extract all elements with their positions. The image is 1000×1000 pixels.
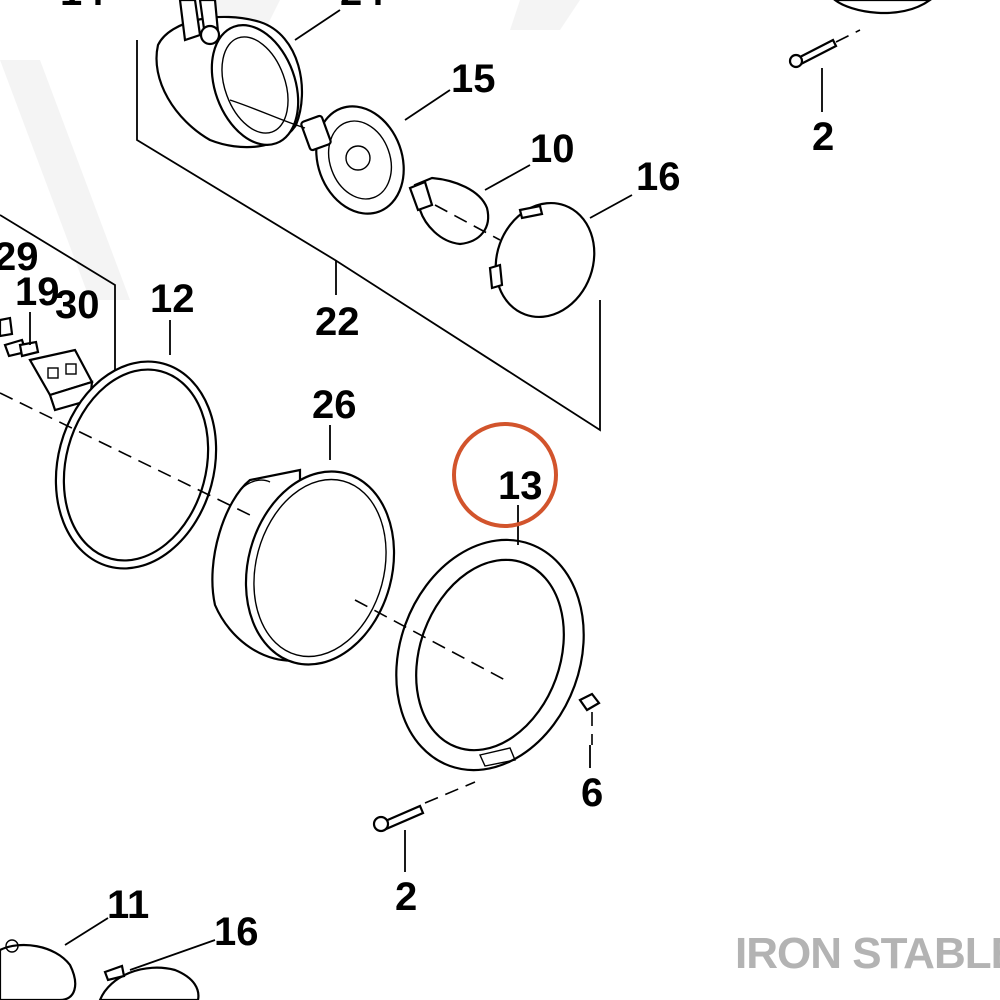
- callout-6: 6: [581, 771, 603, 815]
- callout-labels: 14 24 15 10 16 22 2 29 19 30 12 26 13 6 …: [0, 0, 834, 954]
- small-terminals: [0, 316, 40, 358]
- callout-24: 24: [340, 0, 385, 14]
- upper-right-housing-edge: [833, 0, 932, 15]
- turn-signal-housing: [155, 0, 304, 149]
- callout-2-upper: 2: [812, 115, 834, 159]
- callout-10: 10: [530, 127, 575, 171]
- callout-19: 19: [15, 270, 60, 314]
- bulb-upper: [408, 176, 490, 246]
- callout-13: 13: [498, 464, 543, 508]
- callout-11: 11: [107, 883, 149, 927]
- leader-lines: [29, 9, 823, 971]
- headlamp-trim-bezel: [395, 538, 585, 772]
- headlamp-unit: [211, 468, 396, 666]
- wire-connector: [28, 348, 94, 412]
- signal-lens-upper: [488, 201, 596, 319]
- callout-22: 22: [315, 300, 360, 344]
- callout-26: 26: [312, 383, 357, 427]
- callout-2-lower: 2: [395, 875, 417, 919]
- center-lines: [0, 29, 861, 804]
- assembly-bracket-lines: [0, 40, 601, 432]
- bulb-socket: [229, 99, 405, 215]
- bulb-lower: [0, 939, 77, 1000]
- nut: [578, 692, 601, 712]
- callout-13-highlight-circle: [452, 422, 558, 528]
- callout-29: 29: [0, 235, 39, 279]
- callout-12: 12: [150, 277, 195, 321]
- callout-14: 14: [60, 0, 105, 14]
- callout-15: 15: [451, 57, 496, 101]
- callout-30: 30: [55, 283, 100, 327]
- callout-16-upper: 16: [636, 155, 681, 199]
- screw-lower: [372, 804, 425, 833]
- watermark-text: IRON STABLE: [735, 929, 1000, 978]
- screw-upper: [788, 38, 838, 69]
- callout-16-lower: 16: [214, 910, 259, 954]
- signal-lens-lower: [98, 964, 200, 1000]
- trim-ring: [54, 360, 218, 570]
